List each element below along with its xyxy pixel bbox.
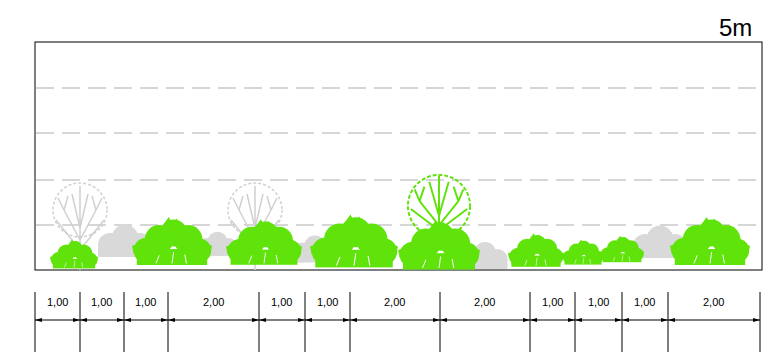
dimension-label: 2,00 — [702, 297, 725, 308]
dimension-label: 1,00 — [134, 297, 157, 308]
grey-plants — [53, 183, 687, 270]
elevation-frame — [35, 42, 762, 270]
dimension-label: 1,00 — [46, 297, 69, 308]
dimension-label: 1,00 — [633, 297, 656, 308]
dimension-lines — [35, 320, 760, 321]
dimension-ticks — [35, 292, 760, 352]
dimension-label: 2,00 — [473, 297, 496, 308]
height-scale-label: 5m — [719, 16, 752, 40]
dimension-label: 1,00 — [90, 297, 113, 308]
dimension-label: 1,00 — [270, 297, 293, 308]
dimension-label: 2,00 — [383, 297, 406, 308]
height-grid — [36, 88, 761, 225]
dimension-label: 1,00 — [587, 297, 610, 308]
dimension-label: 1,00 — [541, 297, 564, 308]
dimension-label: 1,00 — [316, 297, 339, 308]
green-plants — [50, 175, 750, 270]
dimension-label: 2,00 — [202, 297, 225, 308]
